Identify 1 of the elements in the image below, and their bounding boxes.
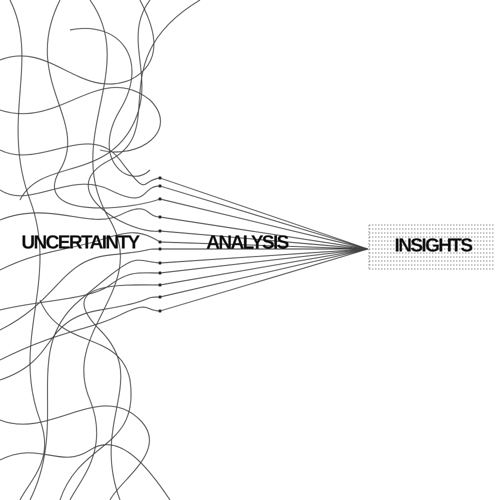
word-label: INSIGHTS [394, 236, 472, 256]
